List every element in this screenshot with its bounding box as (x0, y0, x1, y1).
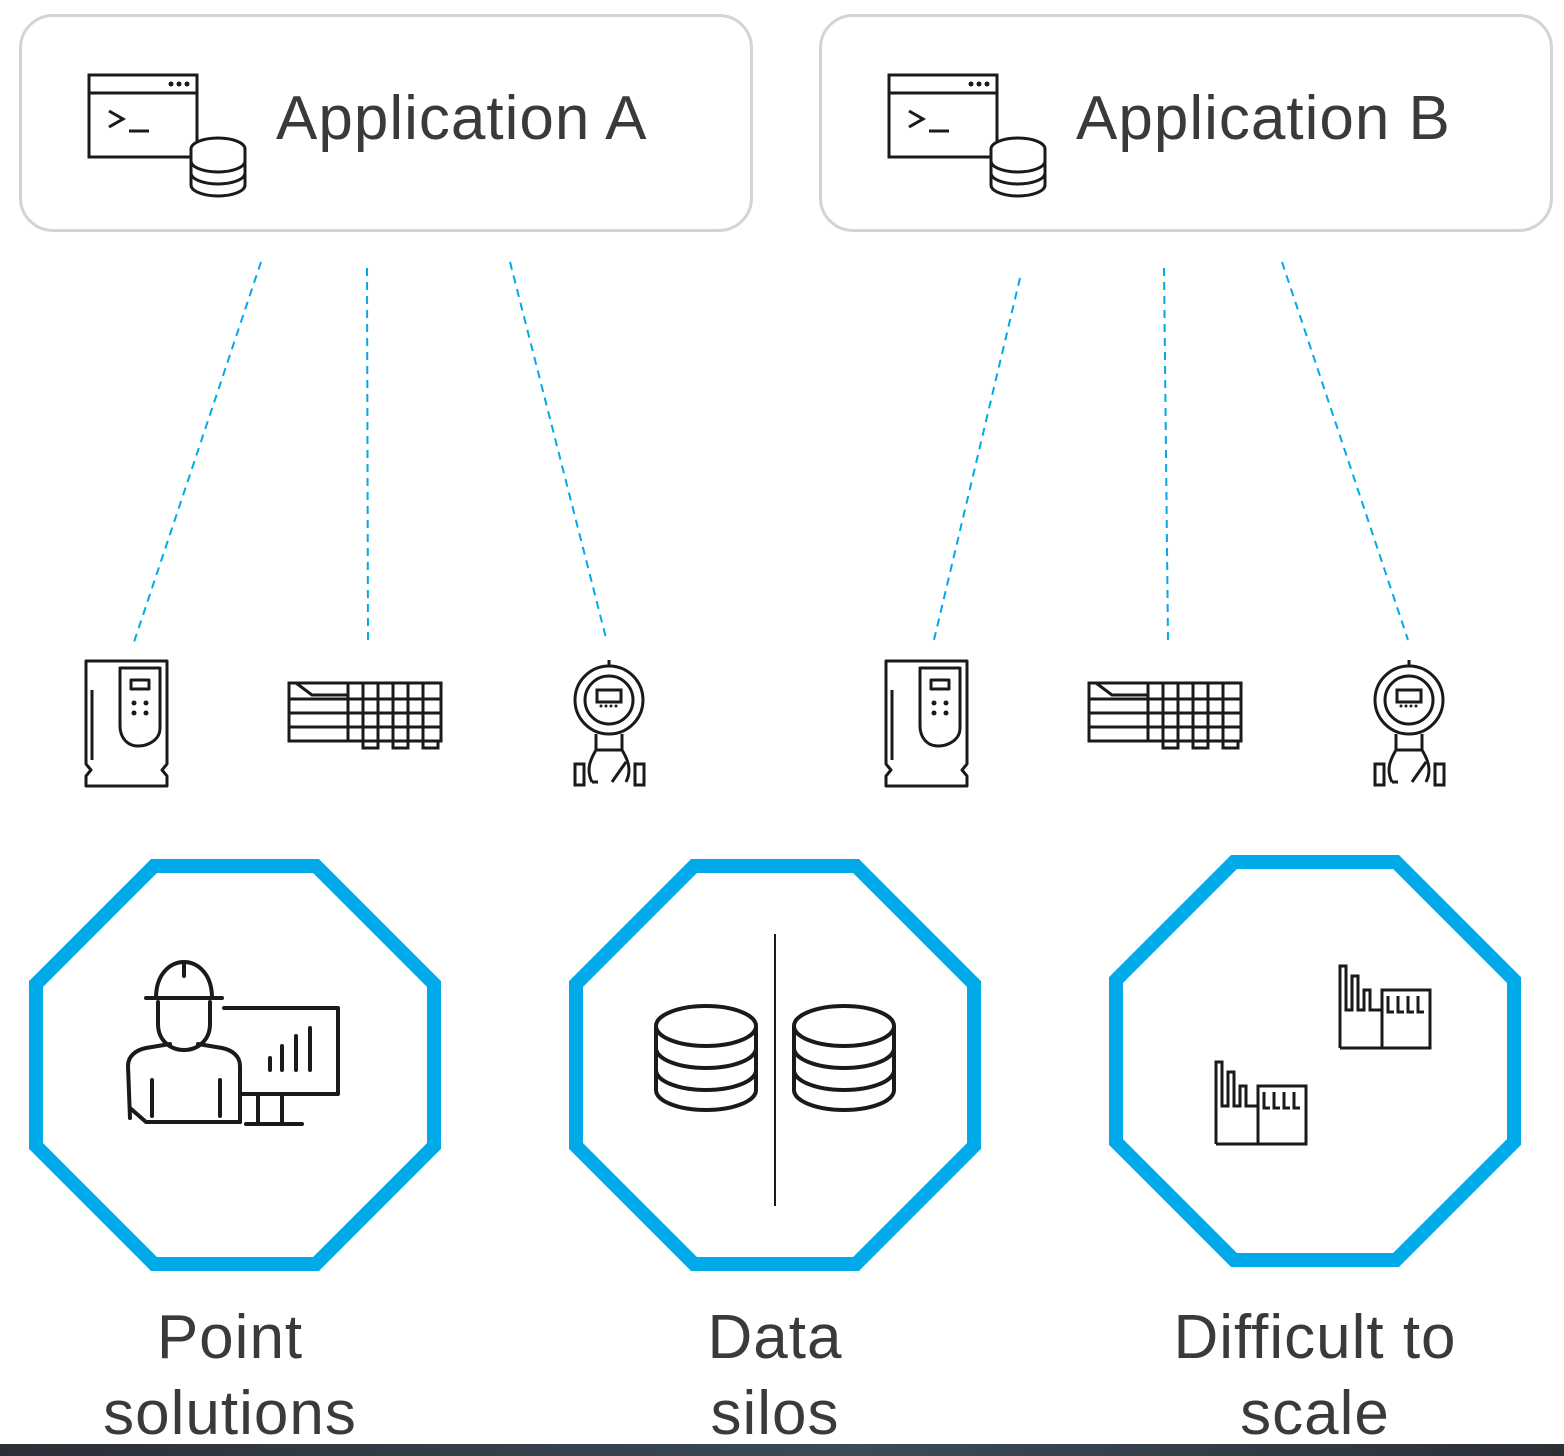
application-b-title: Application B (1076, 84, 1451, 153)
octagon-data-silos (569, 859, 981, 1271)
split-database-icon (654, 934, 896, 1206)
caption-data-silos: Data silos (565, 1300, 985, 1452)
drive-icon (84, 659, 169, 788)
caption-line2: scale (1240, 1379, 1390, 1448)
controller-rack-icon (1087, 681, 1243, 750)
connector-lines (133, 261, 1409, 643)
drive-icon (884, 659, 969, 788)
terminal-database-icon (887, 73, 1047, 198)
application-b-box: Application B (819, 14, 1553, 232)
application-a-box: Application A (19, 14, 753, 232)
caption-point-solutions: Point solutions (20, 1300, 440, 1452)
transmitter-icon (573, 658, 646, 787)
application-a-title: Application A (276, 84, 648, 153)
transmitter-icon (1373, 658, 1446, 787)
terminal-database-icon (87, 73, 247, 198)
bottom-strip (0, 1444, 1564, 1456)
caption-line2: solutions (103, 1379, 357, 1448)
caption-line1: Difficult to (1173, 1303, 1457, 1372)
controller-rack-icon (287, 681, 443, 750)
caption-line1: Point (156, 1303, 304, 1372)
caption-line2: silos (710, 1379, 840, 1448)
octagon-point-solutions (29, 859, 441, 1271)
factories-icon (1214, 964, 1432, 1146)
octagon-difficult-to-scale (1109, 855, 1521, 1267)
caption-difficult-to-scale: Difficult to scale (1105, 1300, 1525, 1452)
engineer-monitor-icon (126, 960, 340, 1126)
caption-line1: Data (707, 1303, 843, 1372)
